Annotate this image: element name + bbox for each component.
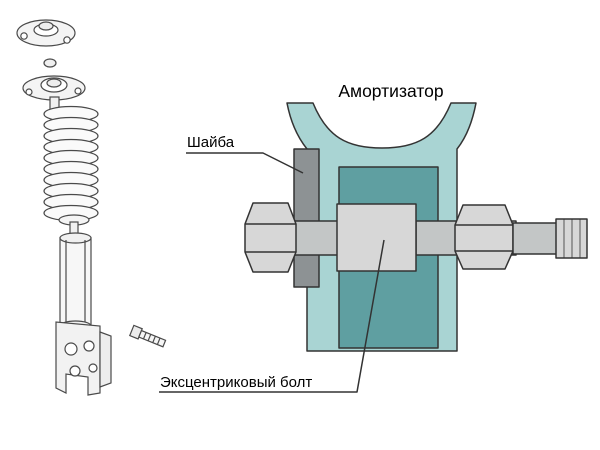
bolt-shaft-end: [512, 222, 558, 255]
bolt-tip: [555, 218, 588, 259]
strut-illustration: [16, 19, 167, 396]
bolt-nut: [454, 204, 514, 270]
cross-section: [159, 102, 588, 393]
washer-leader-line: [186, 152, 304, 174]
bolt-label: Эксцентриковый болт: [160, 374, 312, 391]
bearing-plate: [22, 58, 86, 111]
coil-spring: [43, 105, 99, 222]
washer-label: Шайба: [187, 134, 235, 151]
bolt-head: [244, 202, 297, 273]
washer-shape: [293, 148, 320, 288]
top-mount-plate: [16, 19, 76, 47]
bolt-leader-line: [159, 239, 385, 393]
small-bolt: [128, 324, 167, 348]
bolt-sleeve: [336, 203, 417, 272]
bolt-shaft-left: [292, 220, 344, 256]
diagram-title: Амортизатор: [338, 81, 443, 101]
strut-body: [58, 214, 92, 332]
lower-bracket: [55, 321, 112, 396]
